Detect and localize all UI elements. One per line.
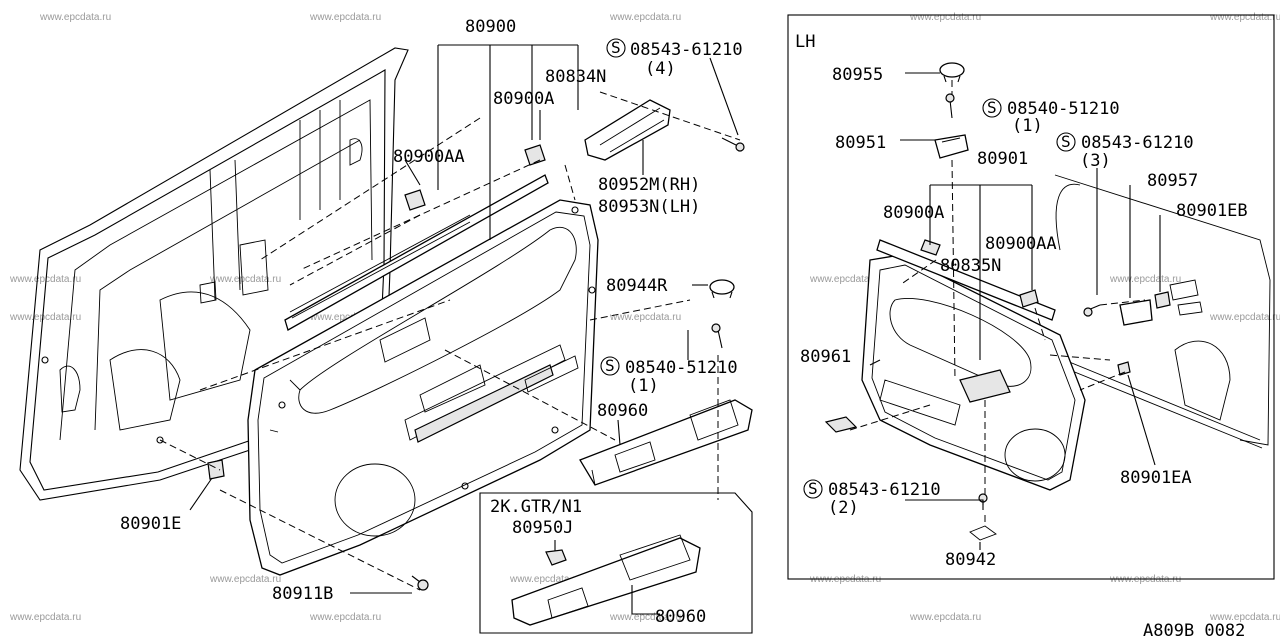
- watermark-text: www.epcdata.ru: [909, 612, 981, 623]
- service-part-icon: S: [808, 479, 818, 498]
- door-trim-panel-drawing: [247, 199, 599, 576]
- part-label: 80900A: [493, 89, 554, 109]
- watermark-text: www.epcdata.ru: [9, 274, 81, 285]
- part-label: 80950J: [512, 518, 573, 538]
- part-label: 80834N: [545, 67, 606, 87]
- watermark-text: www.epcdata.ru: [1209, 12, 1280, 23]
- part-label: 80901: [977, 149, 1028, 169]
- service-part-icon: S: [987, 98, 997, 117]
- quantity-label: (4): [645, 59, 676, 79]
- service-part-icon: [600, 356, 620, 376]
- inset-title: LH: [795, 32, 815, 52]
- main-labels: 80900 S 08543-61210 (4) 80834N 80900A 80…: [120, 17, 743, 604]
- diagram-code: A809B 0082: [1143, 621, 1245, 640]
- watermark-text: www.epcdata.ru: [9, 312, 81, 323]
- part-label: 80901EA: [1120, 468, 1192, 488]
- service-part-icon: [982, 98, 1002, 118]
- part-label: 08543-61210: [1081, 133, 1194, 153]
- part-label: 80961: [800, 347, 851, 367]
- switch-finisher-80960-drawing: [579, 399, 753, 486]
- part-label: 80955: [832, 65, 883, 85]
- watermark-text: www.epcdata.ru: [609, 312, 681, 323]
- service-part-icon: [606, 38, 626, 58]
- watermark-text: www.epcdata.ru: [609, 612, 681, 623]
- watermark-text: www.epcdata.ru: [209, 274, 281, 285]
- watermark-text: www.epcdata.ru: [509, 574, 581, 585]
- watermark-text: www.epcdata.ru: [309, 312, 381, 323]
- part-label: 80835N: [940, 256, 1001, 276]
- weatherstrip-drawing: [284, 174, 549, 331]
- quantity-label: (3): [1080, 151, 1111, 171]
- watermark-text: www.epcdata.ru: [9, 612, 81, 623]
- part-label: 80900AA: [393, 147, 465, 167]
- watermark-text: www.epcdata.ru: [1109, 274, 1181, 285]
- part-label: 80901E: [120, 514, 181, 534]
- part-label: 80952M(RH): [598, 175, 700, 195]
- quantity-label: (1): [628, 376, 659, 396]
- service-part-icon: S: [605, 356, 615, 375]
- service-part-icon: [1056, 132, 1076, 152]
- inset-title: 2K.GTR/N1: [490, 497, 582, 517]
- watermark-text: www.epcdata.ru: [909, 12, 981, 23]
- part-label: 08540-51210: [1007, 99, 1120, 119]
- part-label: 80900A: [883, 203, 944, 223]
- pull-handle-bracket-drawing: [584, 99, 671, 161]
- quantity-label: (1): [1012, 116, 1043, 136]
- main-dashed-lines: [159, 91, 741, 591]
- watermark-text: www.epcdata.ru: [1209, 612, 1280, 623]
- part-label: 80944R: [606, 276, 668, 296]
- service-part-icon: [803, 479, 823, 499]
- part-label: 80900AA: [985, 234, 1057, 254]
- clip-80901E-drawing: [207, 459, 225, 480]
- screw-drawing: [411, 137, 745, 591]
- watermark-text: www.epcdata.ru: [209, 574, 281, 585]
- part-label: 80951: [835, 133, 886, 153]
- watermark-text: www.epcdata.ru: [309, 612, 381, 623]
- watermark-text: www.epcdata.ru: [1209, 312, 1280, 323]
- part-label: 80942: [945, 550, 996, 570]
- quantity-label: (2): [828, 498, 859, 518]
- part-label: 08540-51210: [625, 358, 738, 378]
- part-label: 80901EB: [1176, 201, 1248, 221]
- main-leader-lines: [189, 44, 739, 594]
- part-label: 80900: [465, 17, 516, 37]
- watermark-text: www.epcdata.ru: [809, 274, 881, 285]
- lh-inset: LH: [787, 14, 1275, 580]
- watermark-text: www.epcdata.ru: [609, 12, 681, 23]
- part-label: 80960: [655, 607, 706, 627]
- watermark-text: www.epcdata.ru: [309, 12, 381, 23]
- part-label: 08543-61210: [828, 480, 941, 500]
- part-label: 08543-61210: [630, 40, 743, 60]
- gtr-inset: 2K.GTR/N1 80950J 80960: [479, 492, 753, 634]
- service-part-icon: S: [611, 38, 621, 57]
- part-label: 80960: [597, 401, 648, 421]
- service-part-icon: S: [1061, 132, 1071, 151]
- part-label: 80957: [1147, 171, 1198, 191]
- part-label: 80953N(LH): [598, 197, 700, 217]
- grommet-80944R-drawing: [709, 279, 735, 299]
- part-label: 80911B: [272, 584, 333, 604]
- watermark-text: www.epcdata.ru: [39, 12, 111, 23]
